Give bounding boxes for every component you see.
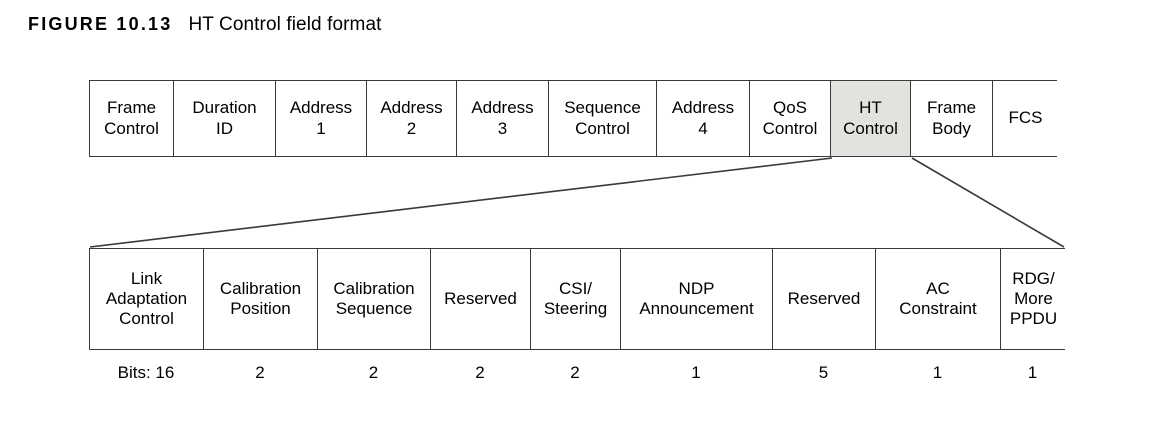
mac-field-cell: QoS Control bbox=[750, 81, 831, 156]
ht-control-field-cell: Reserved bbox=[773, 249, 876, 349]
mac-field-cell: Address 4 bbox=[657, 81, 750, 156]
bits-count-label: 2 bbox=[255, 363, 265, 382]
mac-field-cell: Address 1 bbox=[276, 81, 367, 156]
ht-control-field-cell: Calibration Position bbox=[204, 249, 318, 349]
mac-field-cell: Address 3 bbox=[457, 81, 549, 156]
ht-control-field-cell: RDG/ More PPDU bbox=[1001, 249, 1066, 349]
ht-control-field-cell: Link Adaptation Control bbox=[90, 249, 204, 349]
mac-field-cell: FCS bbox=[993, 81, 1058, 156]
bits-count-label: 2 bbox=[368, 363, 379, 382]
mac-field-cell: Frame Control bbox=[90, 81, 174, 156]
bits-count-label: Bits: 16 bbox=[117, 363, 175, 382]
mac-field-cell: Sequence Control bbox=[549, 81, 657, 156]
ht-control-field-cell: AC Constraint bbox=[876, 249, 1001, 349]
bits-count-row: Bits: 16 2 2 2 2 1 5 1 1 bbox=[89, 358, 1065, 388]
ht-control-field-cell: Reserved bbox=[431, 249, 531, 349]
bits-count-label: 5 bbox=[818, 363, 829, 382]
figure-caption: FIGURE 10.13 HT Control field format bbox=[28, 14, 382, 36]
connector-line bbox=[911, 157, 1065, 248]
mac-field-cell: Address 2 bbox=[367, 81, 457, 156]
connector-line bbox=[89, 157, 833, 248]
bits-count-label: 2 bbox=[475, 363, 485, 382]
bits-count-label: 2 bbox=[570, 363, 580, 382]
page-title: HT Control field format bbox=[188, 14, 382, 35]
ht-control-field-cell: Calibration Sequence bbox=[318, 249, 431, 349]
bits-count-label: 1 bbox=[691, 363, 701, 382]
mac-field-cell: Duration ID bbox=[174, 81, 276, 156]
bits-count-label: 1 bbox=[932, 363, 943, 382]
mac-field-cell: HT Control bbox=[831, 81, 911, 156]
ht-control-field-cell: NDP Announcement bbox=[621, 249, 773, 349]
bits-count-label: 1 bbox=[1027, 363, 1038, 382]
mac-field-cell: Frame Body bbox=[911, 81, 993, 156]
figure-number: FIGURE 10.13 bbox=[28, 14, 173, 34]
ht-control-field-cell: CSI/ Steering bbox=[531, 249, 621, 349]
